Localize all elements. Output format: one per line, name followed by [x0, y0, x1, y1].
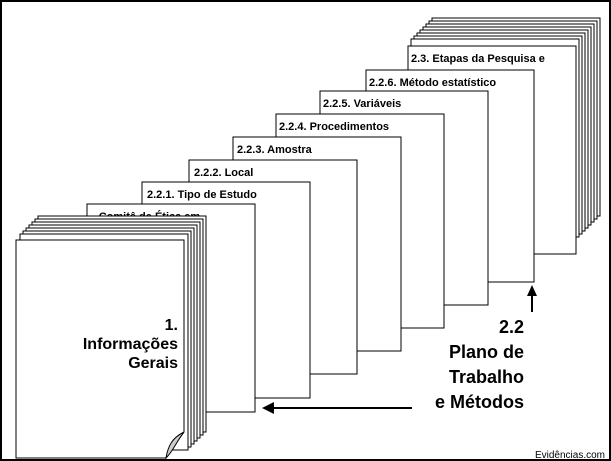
callout-line1: 2.2	[499, 317, 524, 337]
page-label-1: 2.2.1. Tipo de Estudo	[147, 189, 257, 201]
page-label-5: 2.2.5. Variáveis	[323, 98, 401, 110]
callout-line2: Plano de	[449, 342, 524, 362]
callout-line3: Trabalho	[449, 367, 524, 387]
front-title-line3: Gerais	[128, 355, 178, 372]
page-label-6: 2.2.6. Método estatístico	[369, 77, 496, 89]
footer-text: Evidências.com	[535, 450, 605, 461]
page-label-7: 2.3. Etapas da Pesquisa e	[411, 53, 545, 65]
page-label-2: 2.2.2. Local	[194, 167, 253, 179]
page-label-3: 2.2.3. Amostra	[237, 144, 313, 156]
page-curl	[165, 431, 185, 460]
callout-text: 2.2 Plano de Trabalho e Métodos	[435, 317, 524, 412]
front-title-line1: 1.	[165, 317, 178, 334]
front-page: 1. Informações Gerais	[15, 239, 185, 460]
front-title-line2: Informações	[83, 336, 178, 353]
arrow-left	[262, 402, 412, 414]
callout-line4: e Métodos	[435, 392, 524, 412]
page-label-4: 2.2.4. Procedimentos	[279, 121, 389, 133]
arrow-up	[527, 285, 537, 312]
